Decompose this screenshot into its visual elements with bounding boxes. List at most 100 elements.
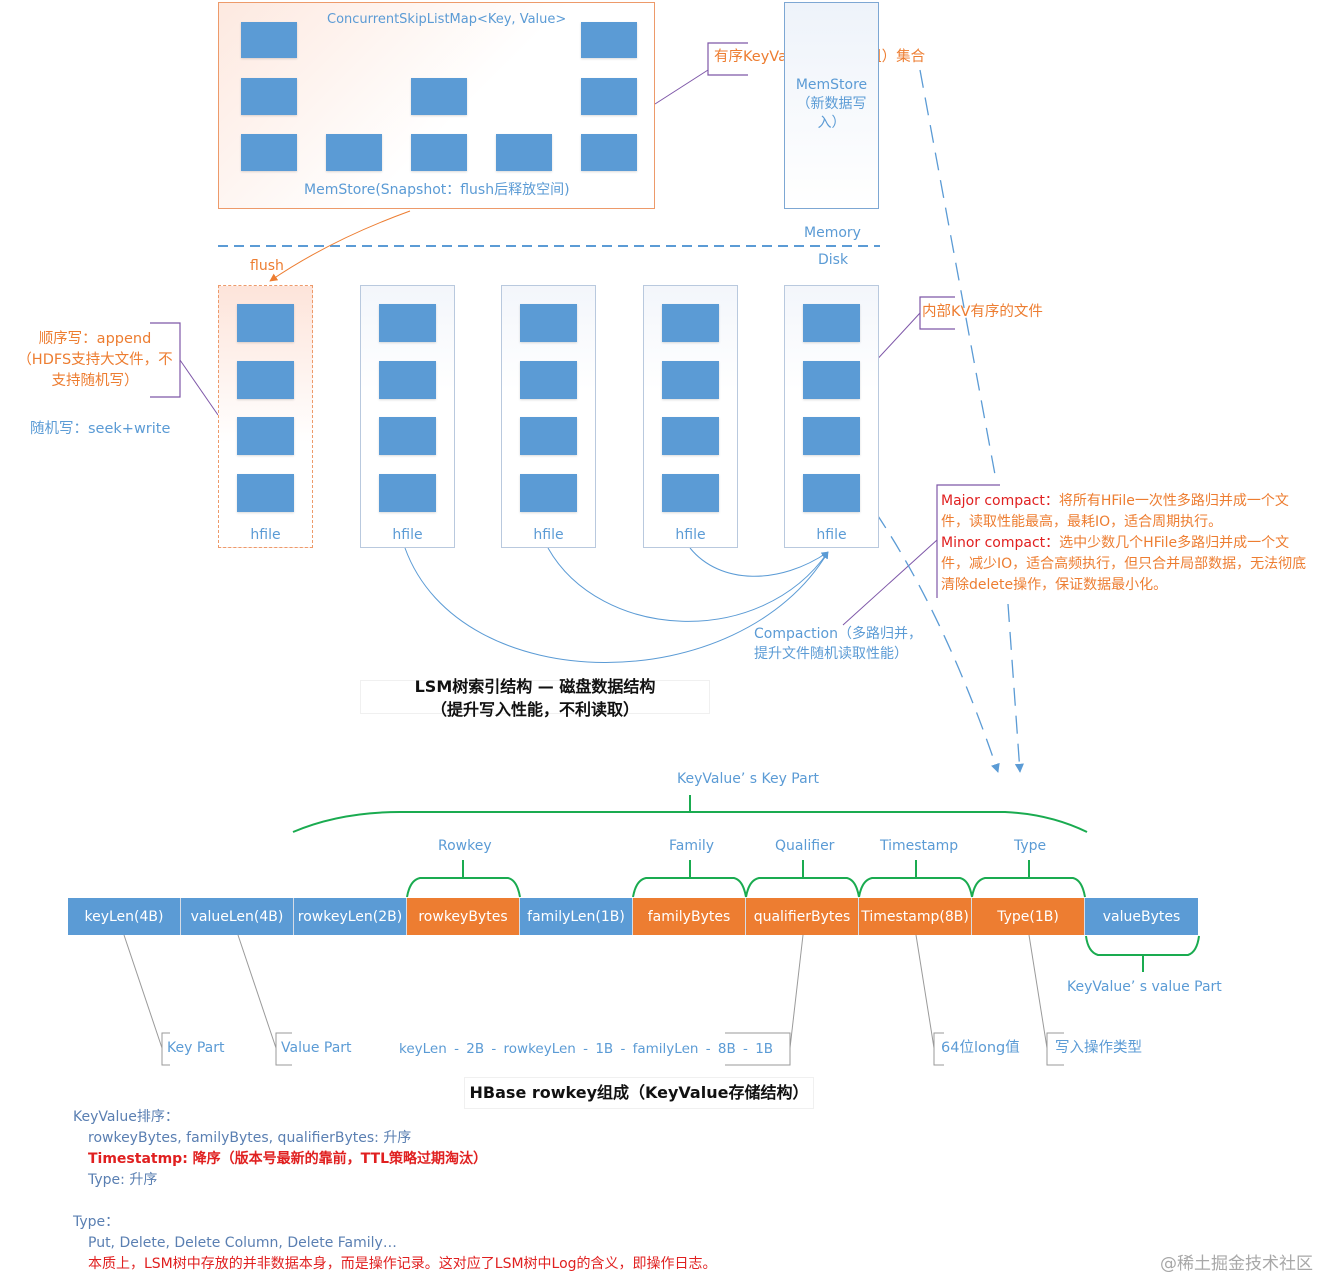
key-part-brace <box>292 811 1088 833</box>
compaction-arc <box>547 547 829 622</box>
hfile-block <box>662 304 719 342</box>
hfile-block <box>520 417 577 455</box>
callout-type: 写入操作类型 <box>1055 1040 1142 1056</box>
hfile-label: hfile <box>675 527 706 543</box>
hfile-block <box>237 361 294 399</box>
dashed-arrow-memstore <box>1007 603 1024 773</box>
hfile-note: 内部KV有序的文件 <box>922 304 1043 320</box>
group-label-rowkey: Rowkey <box>438 838 492 854</box>
type-heading: Type： <box>73 1214 120 1230</box>
memstore-new-box <box>784 2 879 209</box>
compaction-label: Compaction（多路归并， 提升文件随机读取性能） <box>754 624 922 664</box>
hfile-block <box>379 417 436 455</box>
field-callout-brackets <box>161 1032 1064 1066</box>
skiplist-node <box>411 78 467 115</box>
compact-note-bracket <box>936 484 1000 598</box>
watermark: @稀土掘金技术社区 <box>1160 1254 1313 1274</box>
compaction-arcs <box>404 547 829 663</box>
group-label-qualifier: Qualifier <box>775 838 835 854</box>
skiplist-label: ConcurrentSkipListMap<Key, Value> <box>327 12 567 27</box>
ordered-kv-leader <box>654 69 709 105</box>
type-leader <box>1028 934 1048 1049</box>
hfile-block <box>803 474 860 512</box>
skiplist-node <box>241 78 297 115</box>
memstore-new-line: （新数据写 <box>796 96 867 112</box>
hfile: hfile <box>643 285 738 548</box>
seq-write-line: 支持随机写） <box>51 373 139 389</box>
seq-write-line: 顺序写：append <box>38 331 152 347</box>
type-brace <box>971 877 1086 898</box>
sort-type: Type: 升序 <box>88 1172 158 1188</box>
sort-heading: KeyValue排序： <box>73 1109 179 1125</box>
type-values: Put, Delete, Delete Column, Delete Famil… <box>88 1235 397 1251</box>
compaction-leader <box>842 539 938 626</box>
kv-segment-familybytes: familyBytes <box>633 898 746 935</box>
family-brace <box>632 877 747 898</box>
hfile-block <box>237 304 294 342</box>
group-label-timestamp: Timestamp <box>880 838 959 854</box>
kv-segment-keylen: keyLen(4B) <box>68 898 181 935</box>
skiplist-node <box>581 78 637 115</box>
kv-segment-qualifierbytes: qualifierBytes <box>746 898 859 935</box>
group-braces <box>406 860 1200 972</box>
hfile-compaction-target: hfile <box>784 285 879 548</box>
hfile-block <box>237 474 294 512</box>
skiplist-node <box>411 134 467 171</box>
kv-segment-familylen: familyLen(1B) <box>520 898 633 935</box>
hfile-label: hfile <box>250 527 281 543</box>
hfile-flushed: hfile <box>218 285 313 548</box>
hfile-block <box>803 304 860 342</box>
key-part-label: KeyValue’ s Key Part <box>677 771 819 787</box>
seq-write-line: （HDFS支持大文件，不 <box>17 352 173 368</box>
field-callout-leaders <box>123 934 1048 1049</box>
seq-write-leader <box>179 359 219 416</box>
hfile-label: hfile <box>816 527 847 543</box>
callout-timestamp: 64位long值 <box>941 1040 1020 1056</box>
disk-label: Disk <box>818 252 849 268</box>
sort-and-type-notes: KeyValue排序： rowkeyBytes, familyBytes, qu… <box>73 1107 717 1275</box>
dashed-link <box>919 69 997 481</box>
skiplist-node <box>581 134 637 171</box>
rowkey-brace <box>406 877 521 898</box>
lsm-subtitle: （提升写入性能，不利读取） <box>430 700 639 720</box>
kv-segment-valuelen: valueLen(4B) <box>181 898 294 935</box>
compaction-label-line: Compaction（多路归并， <box>754 626 922 642</box>
hfile-label: hfile <box>533 527 564 543</box>
hfile: hfile <box>360 285 455 548</box>
hfile-block <box>520 361 577 399</box>
memstore-new-line: 入） <box>817 115 846 131</box>
hfile-block <box>379 304 436 342</box>
major-compact-title: Major compact： <box>941 493 1059 509</box>
lsm-title: LSM树索引结构 — 磁盘数据结构 <box>414 677 656 696</box>
kv-segment-valuebytes: valueBytes <box>1085 898 1198 935</box>
hfile-block <box>379 474 436 512</box>
value-part-leader <box>237 934 277 1049</box>
hfile-block <box>662 417 719 455</box>
kv-segment-rowkeybytes: rowkeyBytes <box>407 898 520 935</box>
compaction-arc <box>404 547 829 663</box>
type-essence: 本质上，LSM树中存放的并非数据本身，而是操作记录。这对应了LSM树中Log的含… <box>88 1256 717 1272</box>
hfile-block <box>803 361 860 399</box>
sort-ascending-fields: rowkeyBytes, familyBytes, qualifierBytes… <box>88 1130 412 1146</box>
compaction-arc <box>689 547 829 577</box>
random-write-note: 随机写：seek+write <box>30 421 171 437</box>
keyvalue-bar: keyLen(4B) valueLen(4B) rowkeyLen(2B) ro… <box>68 898 1198 935</box>
skiplist-node <box>241 22 297 58</box>
hfile-block <box>662 361 719 399</box>
qualifier-brace <box>745 877 860 898</box>
keyvalue-title: HBase rowkey组成（KeyValue存储结构） <box>464 1077 814 1109</box>
hfile-block <box>803 417 860 455</box>
lsm-title-box: LSM树索引结构 — 磁盘数据结构 （提升写入性能，不利读取） <box>360 677 710 719</box>
callout-key-part: Key Part <box>167 1040 225 1056</box>
hfile-block <box>662 474 719 512</box>
group-label-family: Family <box>669 838 715 854</box>
group-label-type: Type <box>1014 838 1047 854</box>
skiplist-node <box>241 134 297 171</box>
timestamp-leader <box>915 934 935 1049</box>
ordered-kv-bracket <box>707 42 748 76</box>
value-part-brace <box>1085 935 1200 956</box>
sequential-write-note: 顺序写：append （HDFS支持大文件，不 支持随机写） <box>10 329 180 392</box>
key-part-leader <box>123 934 163 1049</box>
kv-segment-timestamp: Timestamp(8B) <box>859 898 972 935</box>
skiplist-node <box>581 22 637 58</box>
